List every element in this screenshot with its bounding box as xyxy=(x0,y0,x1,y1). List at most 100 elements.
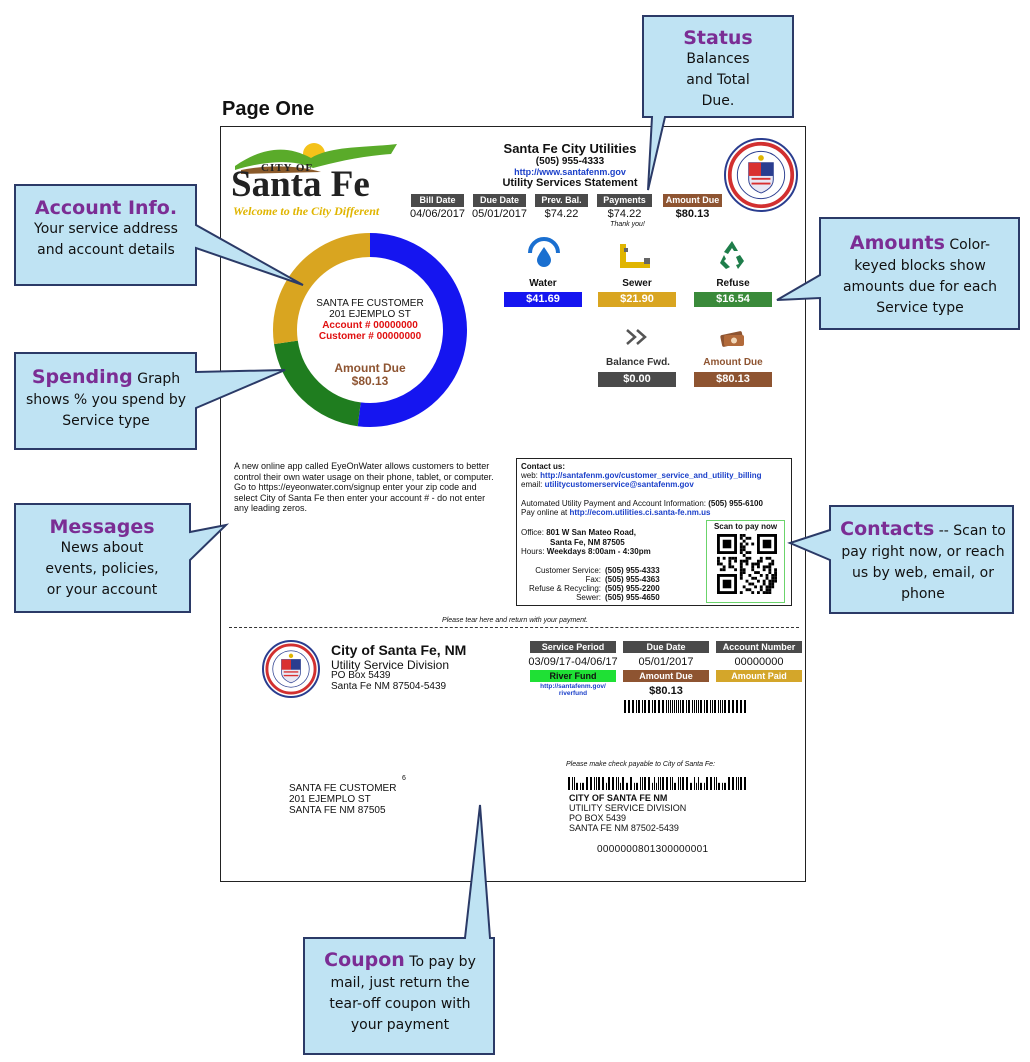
logo-tagline: Welcome to the City Different xyxy=(233,204,380,218)
balance-fwd-amount: $0.00 xyxy=(598,372,676,387)
email-label: email: xyxy=(521,480,543,489)
office-line-2-text: Santa Fe, NM 87505 xyxy=(550,538,625,547)
coupon-account-number: 00000000 xyxy=(734,656,784,668)
amounts-body: Color-keyed blocks show amounts due for … xyxy=(842,237,998,316)
hours-label: Hours: xyxy=(521,547,545,556)
phone-fax: (505) 955-4363 xyxy=(605,575,660,584)
money-icon xyxy=(720,331,744,347)
account-body: Your service address and account details xyxy=(34,221,178,258)
sewer-amount: $21.90 xyxy=(598,292,676,307)
amount-due-label: Amount Due xyxy=(703,357,763,368)
scan-label: Scan to pay now xyxy=(713,522,778,531)
city-seal xyxy=(724,138,798,212)
page-heading: Page One xyxy=(222,98,315,120)
customer-name: SANTA FE CUSTOMER xyxy=(316,298,424,309)
water-amount: $41.69 xyxy=(504,292,582,307)
remit-line-3: PO BOX 5439 xyxy=(569,813,627,823)
mail-city: SANTA FE NM 87505 xyxy=(289,805,386,816)
tear-line xyxy=(229,627,799,628)
summary-header-amount-due: Amount Due xyxy=(663,194,722,207)
account-number: Account # 00000000 xyxy=(322,320,418,331)
phone-label-sewer: Sewer: xyxy=(576,593,601,602)
email-link[interactable]: utilitycustomerservice@santafenm.gov xyxy=(544,480,694,489)
river-fund-link[interactable]: http://santafenm.gov/ riverfund xyxy=(530,683,616,697)
phone-refuse: (505) 955-2200 xyxy=(605,584,660,593)
status-callout-text: Status Balances and Total Due. xyxy=(650,28,786,112)
office-line-1: 801 W San Mateo Road, xyxy=(546,528,637,537)
pay-online-label: Pay online at xyxy=(521,508,568,517)
contacts-heading: Contact us: xyxy=(521,462,565,471)
contacts-email: email: utilitycustomerservice@santafenm.… xyxy=(521,480,694,489)
account-callout-text: Account Info. Your service address and a… xyxy=(20,198,192,261)
contacts-auto-pay: Automated Utility Payment and Account In… xyxy=(521,499,763,508)
mountain-logo-icon xyxy=(235,143,397,174)
summary-payments: $74.22 xyxy=(607,208,642,220)
coupon-body: To pay by mail, just return the tear-off… xyxy=(329,954,476,1033)
phone-sewer: (505) 955-4650 xyxy=(605,593,660,602)
mail-name: SANTA FE CUSTOMER xyxy=(289,783,397,794)
amount-due-box: $80.13 xyxy=(694,372,772,387)
coupon-org-name: City of Santa Fe, NM xyxy=(331,642,467,658)
refuse-amount: $16.54 xyxy=(694,292,772,307)
remit-line-1: CITY OF SANTA FE NM xyxy=(569,793,668,803)
balance-forward-icon xyxy=(626,329,647,345)
contacts-callout-text: Contacts -- Scan to pay right now, or re… xyxy=(838,519,1008,605)
contacts-hours: Hours: Weekdays 8:00am - 4:30pm xyxy=(521,547,651,556)
hours-value: Weekdays 8:00am - 4:30pm xyxy=(546,547,651,556)
coupon-division: Utility Service Division xyxy=(331,658,450,672)
coupon-po-box: PO Box 5439 xyxy=(331,670,391,681)
coupon-amount-due-header: Amount Due xyxy=(623,670,709,682)
web-link[interactable]: http://santafenm.gov/customer_service_an… xyxy=(540,471,762,480)
coupon-seal-icon xyxy=(265,643,317,695)
donut-segment-sewer xyxy=(273,233,371,345)
coupon-barcode xyxy=(624,700,746,713)
donut-segment-water xyxy=(357,233,467,427)
auto-pay-label: Automated Utility Payment and Account In… xyxy=(521,499,706,508)
qr-code-icon[interactable] xyxy=(717,534,777,594)
spending-title: Spending xyxy=(31,366,133,388)
status-title: Status xyxy=(683,27,753,49)
summary-bill-date: 04/06/2017 xyxy=(409,208,466,220)
contacts-office: Office: 801 W San Mateo Road, xyxy=(521,528,636,537)
office-line-2: Santa Fe, NM 87505 xyxy=(550,538,625,547)
customer-street: 201 EJEMPLO ST xyxy=(329,309,411,320)
city-seal-icon xyxy=(727,141,795,209)
logo-city-of: CITY OF xyxy=(261,162,314,174)
summary-header-prev-bal: Prev. Bal. xyxy=(535,194,588,207)
spending-body: Graph shows % you spend by Service type xyxy=(25,371,187,429)
amounts-title: Amounts xyxy=(849,232,945,254)
summary-header-due-date: Due Date xyxy=(473,194,526,207)
web-label: web: xyxy=(521,471,538,480)
mailing-address: SANTA FE CUSTOMER 201 EJEMPLO ST SANTA F… xyxy=(289,783,396,816)
utility-website[interactable]: http://www.santafenm.gov xyxy=(514,167,626,177)
coupon-title: Coupon xyxy=(324,949,405,971)
river-fund-label: River Fund xyxy=(530,670,616,682)
remit-line-2: UTILITY SERVICE DIVISION xyxy=(569,803,687,813)
amount-paid-header: Amount Paid xyxy=(716,670,802,682)
service-period-value: 03/09/17-04/06/17 xyxy=(528,656,618,668)
phone-label-customer-service: Customer Service: xyxy=(535,566,601,575)
donut-segment-refuse xyxy=(274,340,362,427)
mail-street: 201 EJEMPLO ST xyxy=(289,794,371,805)
spending-callout-text: Spending Graph shows % you spend by Serv… xyxy=(24,367,188,432)
messages-title: Messages xyxy=(49,516,155,538)
payable-note: Please make check payable to City of San… xyxy=(566,761,716,768)
pay-online-link[interactable]: http://ecom.utilities.ci.santa-fe.nm.us xyxy=(569,508,711,517)
mail-mark: 6 xyxy=(402,775,406,782)
river-fund-url-1: http://santafenm.gov/ xyxy=(540,683,606,690)
contacts-title: Contacts xyxy=(840,518,935,540)
coupon-due-date: 05/01/2017 xyxy=(638,656,694,668)
utility-phone: (505) 955-4333 xyxy=(535,156,605,167)
coupon-city-zip: Santa Fe NM 87504-5439 xyxy=(331,681,447,692)
donut-amount-due-label: Amount Due xyxy=(334,361,406,375)
scan-to-pay[interactable]: Scan to pay now xyxy=(706,520,785,603)
phone-customer-service: (505) 955-4333 xyxy=(605,566,660,575)
water-label: Water xyxy=(529,278,557,289)
water-drop-icon xyxy=(528,237,560,267)
coupon-due-date-header: Due Date xyxy=(623,641,709,653)
customer-info: SANTA FE CUSTOMER 201 EJEMPLO ST Account… xyxy=(300,298,440,342)
account-title: Account Info. xyxy=(34,197,178,219)
coupon-seal xyxy=(262,640,320,698)
summary-amount-due: $80.13 xyxy=(675,208,710,220)
balance-fwd-label: Balance Fwd. xyxy=(606,357,670,368)
